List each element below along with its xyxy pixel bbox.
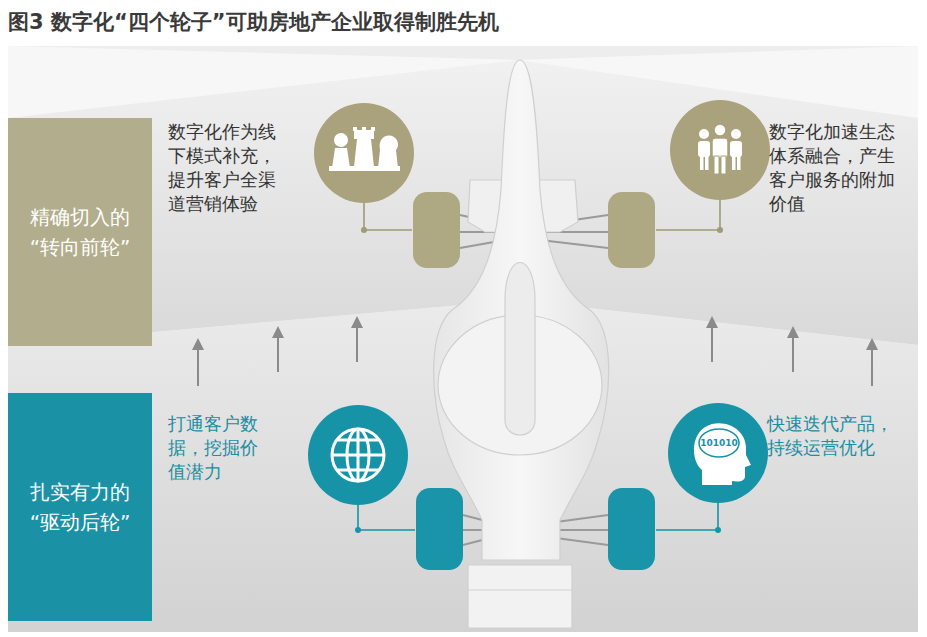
figure-title: 图3 数字化“四个轮子”可助房地产企业取得制胜先机 — [8, 8, 499, 36]
head-silhouette — [694, 423, 751, 485]
light-wedge — [8, 46, 518, 118]
people-group — [698, 124, 742, 174]
description-text: 数字化加速生态体系融合，产生客户服务的附加价值 — [769, 120, 899, 216]
band-label: 扎实有力的 “驱动后轮” — [16, 477, 144, 537]
description-text: 打通客户数据，挖掘价值潜力 — [168, 412, 262, 484]
binary-text: 101010 — [700, 438, 738, 448]
description-text: 数字化作为线下模式补充，提升客户全渠道营销体验 — [168, 120, 280, 216]
globe — [332, 429, 384, 481]
wheel-band: 精确切入的 “转向前轮” — [8, 118, 152, 346]
wheel-band: 扎实有力的 “驱动后轮” — [8, 393, 152, 621]
ground — [8, 46, 918, 632]
people-icon — [670, 100, 770, 200]
band-label: 精确切入的 “转向前轮” — [16, 202, 144, 262]
upper-field — [8, 46, 918, 345]
brain — [699, 429, 739, 457]
wheels — [413, 192, 655, 570]
globe-icon — [308, 405, 408, 505]
leader-dots — [355, 227, 723, 533]
brain-icon — [668, 403, 768, 503]
chess-pieces — [329, 127, 400, 171]
description-text: 快速迭代产品，持续运营优化 — [767, 412, 897, 460]
leader-lines — [358, 200, 720, 530]
strategy-icon — [314, 103, 414, 203]
